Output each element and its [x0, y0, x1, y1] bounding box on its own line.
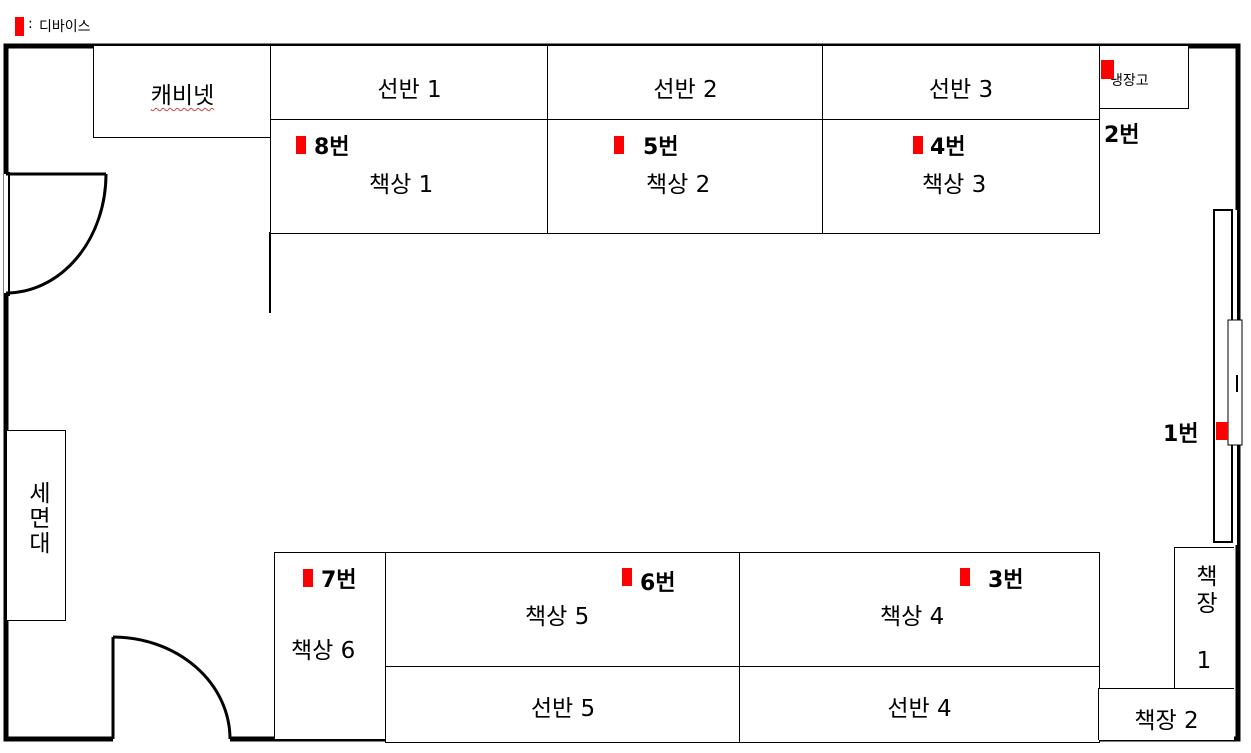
device-4-label: 4번 — [930, 135, 966, 160]
shelf-1: 선반 1 — [270, 46, 549, 121]
bookcase-1: 책장 1 — [1174, 547, 1234, 690]
desk-1: 책상 1 — [270, 119, 549, 234]
device-1-label: 1번 — [1163, 422, 1199, 447]
shelf-5: 선반 5 — [385, 666, 741, 743]
right-window-sash — [1227, 319, 1243, 446]
device-5-label: 5번 — [643, 135, 679, 160]
shelf-1-label: 선반 1 — [377, 77, 442, 103]
bottom-door-arc — [112, 635, 232, 740]
shelf-3: 선반 3 — [822, 46, 1100, 121]
desk-3: 책상 3 — [822, 119, 1100, 234]
device-marker-fridge — [1101, 60, 1114, 79]
device-marker-5 — [614, 136, 624, 154]
desk-4: 책상 4 — [739, 552, 1100, 668]
legend-label: 디바이스 — [39, 19, 91, 35]
device-marker-1 — [1216, 422, 1228, 440]
shelf-4: 선반 4 — [739, 666, 1100, 743]
device-marker-8 — [296, 136, 306, 154]
shelf-2: 선반 2 — [547, 46, 824, 121]
device-3-label: 3번 — [988, 568, 1024, 593]
desk-5: 책상 5 — [385, 552, 741, 668]
sink-label: 세면대 — [24, 481, 50, 556]
device-marker-7 — [303, 569, 313, 587]
device-marker-3 — [960, 568, 970, 586]
device-6-label: 6번 — [640, 571, 676, 596]
legend-device-marker — [15, 17, 24, 36]
device-8-label: 8번 — [314, 135, 350, 160]
fridge-label: 냉장고 — [1110, 73, 1149, 89]
desk-3-label: 책상 3 — [922, 172, 987, 198]
bookcase-2-label: 책장 2 — [1134, 708, 1199, 734]
shelf-4-label: 선반 4 — [887, 696, 952, 722]
shelf-5-label: 선반 5 — [530, 696, 596, 722]
desk-2-label: 책상 2 — [646, 172, 711, 198]
sink: 세면대 — [7, 430, 66, 621]
desk-4-label: 책상 4 — [880, 604, 945, 630]
cabinet-label: 캐비넷 — [150, 83, 215, 109]
fridge: 냉장고 — [1099, 46, 1189, 109]
bookcase-1-label: 책장 1 — [1191, 564, 1217, 678]
desk-2: 책상 2 — [547, 119, 824, 234]
device-2-label: 2번 — [1104, 123, 1140, 148]
device-marker-6 — [622, 568, 632, 586]
desk-1-label: 책상 1 — [369, 172, 434, 198]
device-marker-4 — [913, 136, 923, 154]
bookcase-2: 책장 2 — [1098, 688, 1234, 740]
device-7-label: 7번 — [321, 568, 357, 593]
legend-separator: : — [28, 16, 33, 32]
cabinet: 캐비넷 — [93, 46, 272, 138]
shelf-3-label: 선반 3 — [928, 77, 994, 103]
desk-6: 책상 6 — [274, 552, 387, 739]
shelf-2-label: 선반 2 — [653, 77, 718, 103]
left-door-arc — [5, 173, 108, 295]
desk-5-label: 책상 5 — [525, 604, 590, 630]
desk-6-label: 책상 6 — [291, 638, 356, 664]
